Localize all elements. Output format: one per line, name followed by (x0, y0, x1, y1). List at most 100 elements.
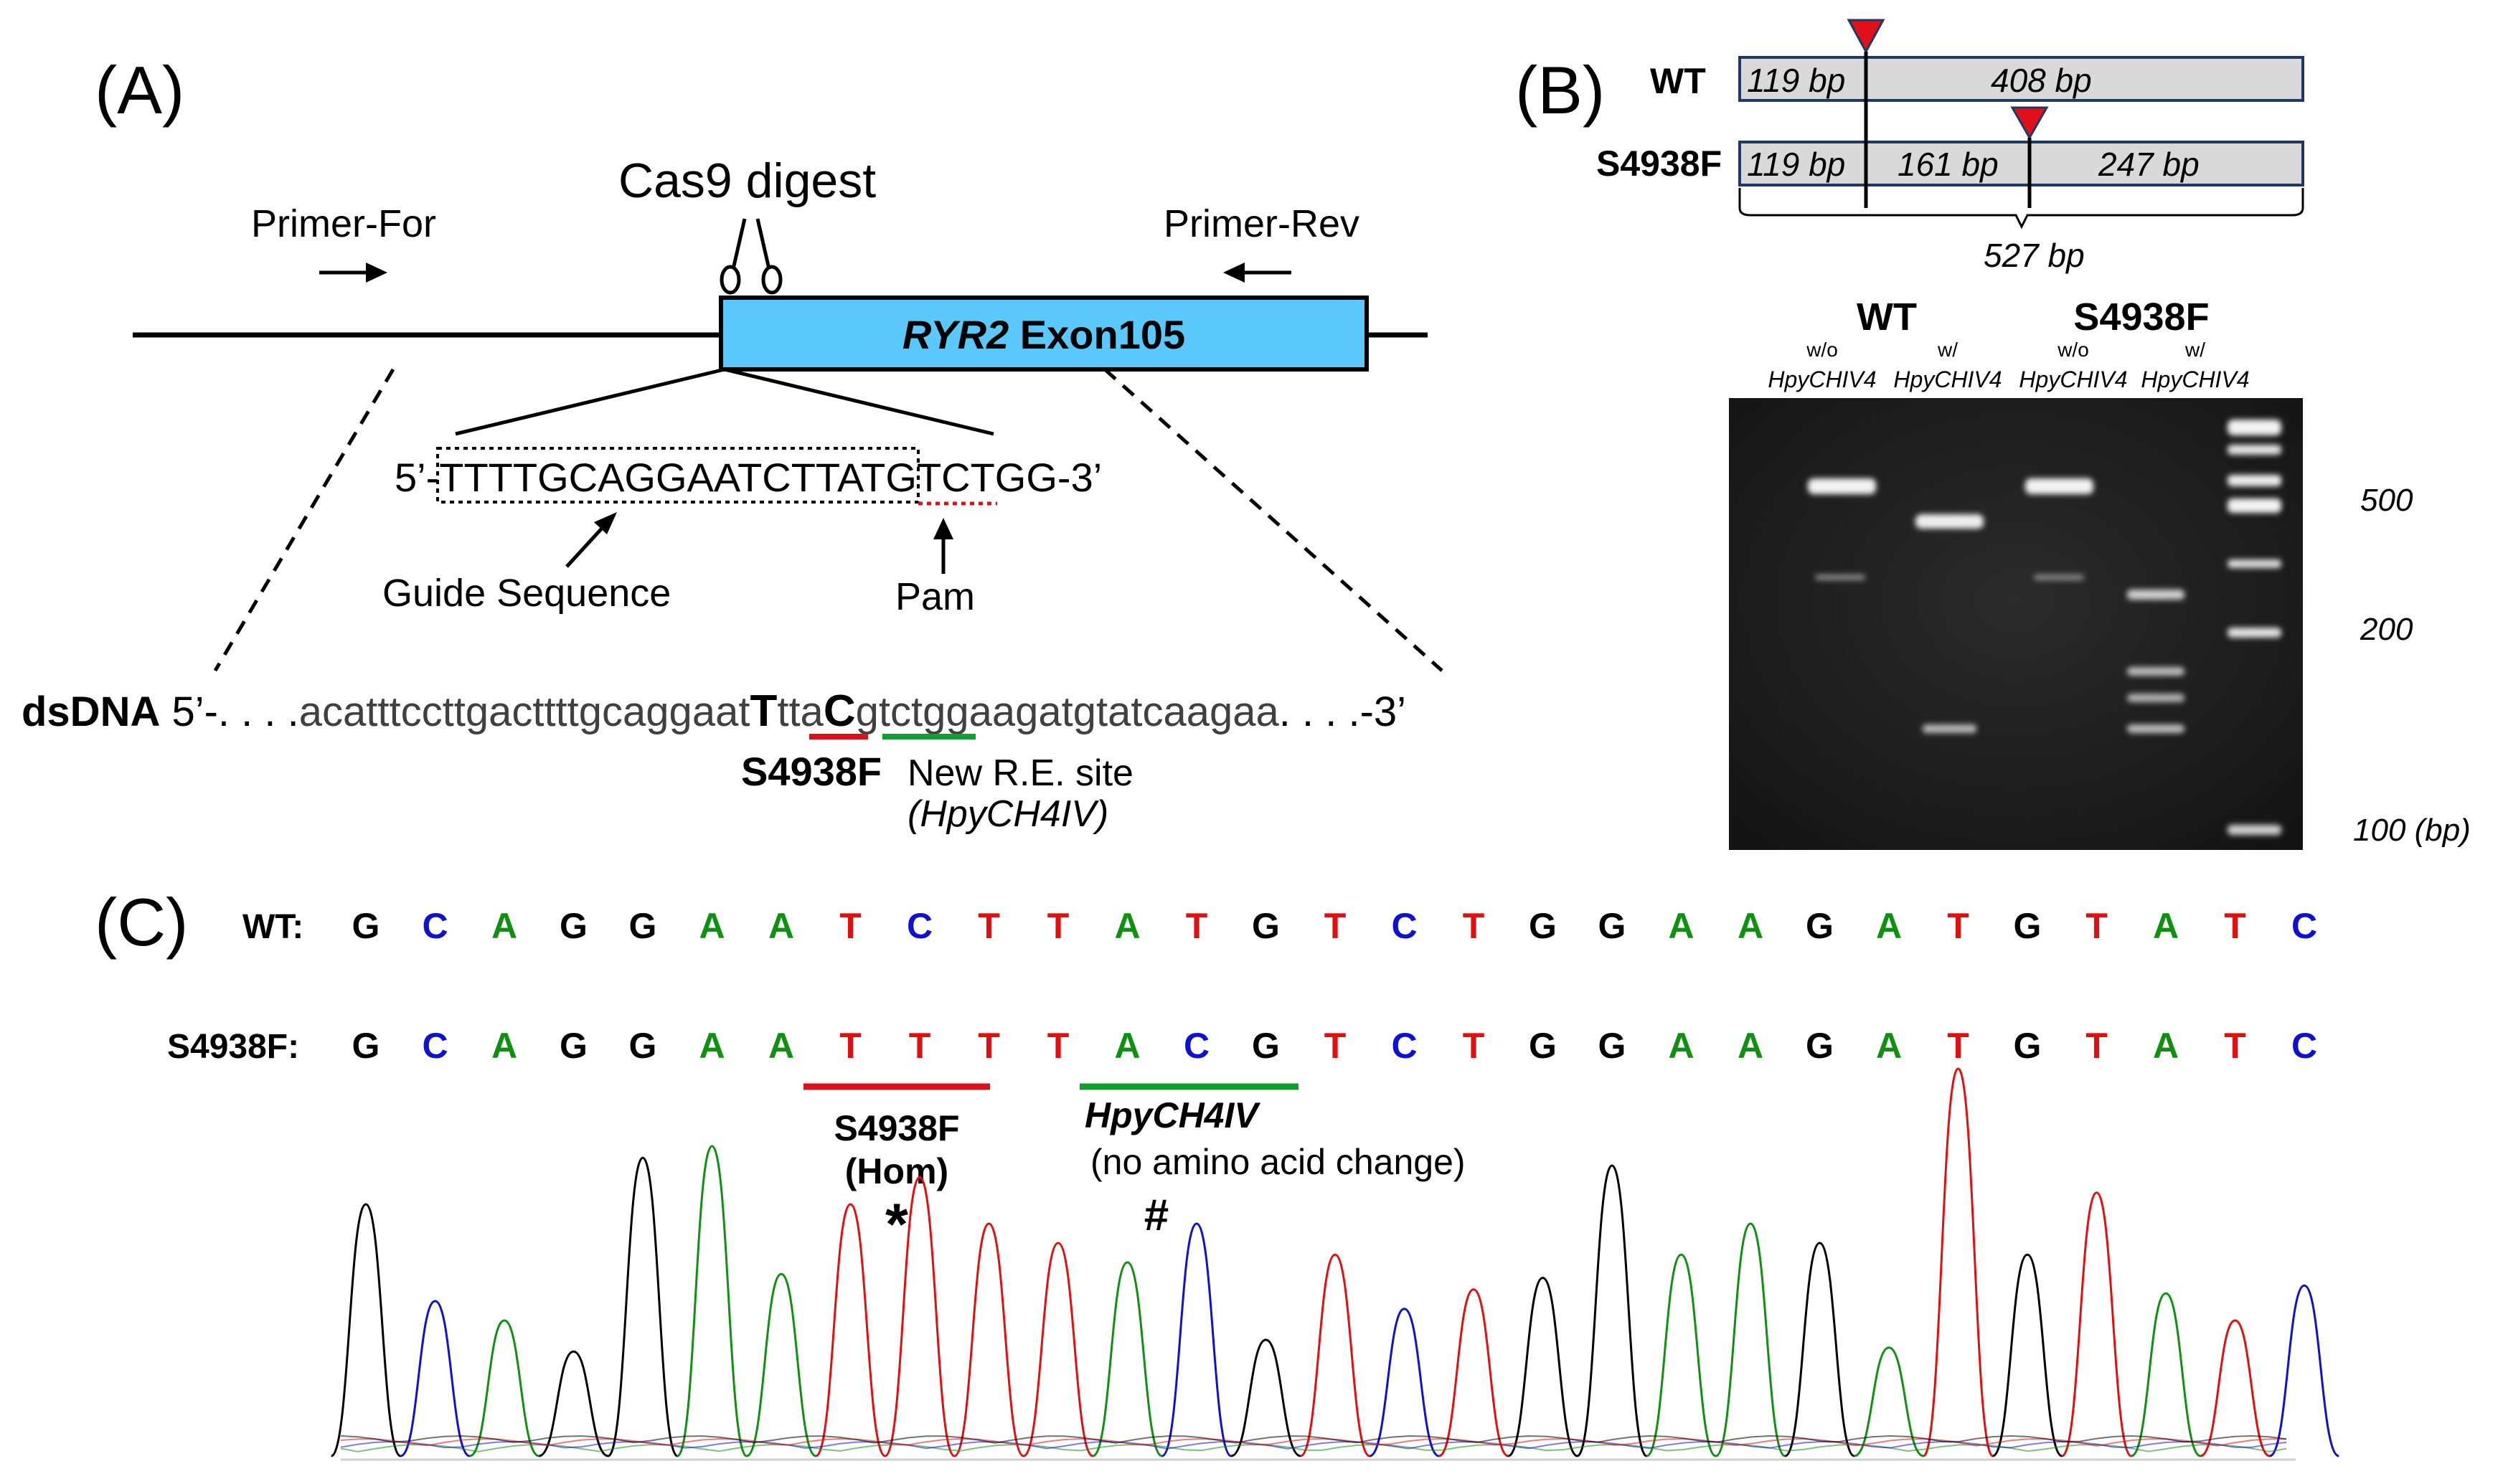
exon-box (719, 296, 1369, 372)
mut-base-4: G (560, 1026, 588, 1066)
wt-base-17: T (1463, 906, 1485, 946)
wt-base-28: T (2224, 906, 2246, 946)
zoom-line-right (724, 367, 994, 436)
wt-fragment-bar (1738, 56, 2304, 102)
chromatogram-peak-23 (1854, 1346, 1924, 1457)
wt-base-20: A (1668, 906, 1694, 946)
zoom-line-left (455, 367, 725, 436)
mut-base-21: A (1738, 1026, 1763, 1066)
wt-base-8: T (839, 906, 862, 946)
wt-base-6: A (699, 906, 725, 946)
chromatogram-peak-24 (1922, 1067, 1994, 1457)
mut-base-6: A (699, 1026, 725, 1066)
hom-annotation-c: (Hom) (845, 1151, 948, 1191)
mut-base-1: G (352, 1026, 380, 1066)
wt-base-10: T (978, 906, 1000, 946)
chromatogram-peak-6 (676, 1145, 748, 1457)
mut-base-20: A (1668, 1026, 1694, 1066)
gel-lane-headers: w/o HpyCHIV4 w/ HpyCHIV4 w/o HpyCHIV4 w/… (1768, 339, 2249, 392)
mut-base-16: C (1391, 1026, 1417, 1066)
mut-base-22: G (1806, 1026, 1834, 1066)
mut-base-29: C (2291, 1026, 2317, 1066)
wt-base-21: A (1738, 906, 1763, 946)
wt-base-15: T (1324, 906, 1347, 946)
mut-base-28: T (2224, 1026, 2246, 1066)
panel-a-label: (A) (95, 52, 184, 128)
wt-base-2: C (422, 906, 448, 946)
mut-base-14: G (1252, 1026, 1280, 1066)
chromatogram-noise-trace (340, 1443, 2287, 1452)
chromatogram-peak-9 (884, 1176, 956, 1457)
mut-map-label: S4938F (1596, 143, 1722, 184)
lane-4-bottom: HpyCHIV4 (2141, 367, 2249, 392)
total-length-label: 527 bp (1984, 237, 2085, 274)
wt-fragment-1: 119 bp (1747, 62, 1845, 99)
exon-label: RYR2 Exon105 (902, 312, 1185, 357)
lane-2-top: w/ (1937, 339, 1958, 361)
wt-base-14: G (1252, 906, 1280, 946)
mut-base-17: T (1463, 1026, 1485, 1066)
guide-arrow (565, 512, 617, 568)
mut-base-2: C (422, 1026, 448, 1066)
mut-base-11: T (1047, 1026, 1070, 1066)
chromatogram-noise-trace (340, 1435, 2287, 1444)
total-bracket (1738, 188, 2304, 230)
mut-base-26: T (2085, 1026, 2108, 1066)
mutation-annotation-c: S4938F (834, 1108, 959, 1148)
chromatogram-peak-5 (607, 1156, 679, 1457)
lane-1-top: w/o (1806, 339, 1838, 361)
chromatogram-peak-29 (2269, 1284, 2339, 1457)
chromatogram-peak-10 (953, 1222, 1024, 1457)
guide-dotted-box (436, 447, 920, 504)
chromatogram-peak-7 (746, 1272, 816, 1457)
dsdna-zoom-left (213, 368, 395, 672)
enzyme-label-a: (HpyCH4IV) (908, 793, 1108, 835)
lane-2-bottom: HpyCHIV4 (1893, 367, 2002, 392)
ladder-200: 200 (2360, 612, 2413, 647)
mut-fragment-2: 161 bp (1898, 146, 1999, 183)
gel-group-mut: S4938F (2073, 296, 2209, 339)
wt-base-29: C (2291, 906, 2317, 946)
wt-base-4: G (560, 906, 588, 946)
gel-group-wt: WT (1857, 296, 1917, 339)
wt-base-5: G (629, 906, 657, 946)
wt-base-16: C (1391, 906, 1417, 946)
mut-base-24: T (1947, 1026, 1969, 1066)
wt-base-7: A (768, 906, 794, 946)
chromatogram-peak-17 (1438, 1288, 1509, 1457)
chromatogram-peak-19 (1576, 1164, 1648, 1457)
wt-base-11: T (1047, 906, 1070, 946)
chromatogram-peak-3 (469, 1319, 539, 1457)
mut-base-15: T (1324, 1026, 1347, 1066)
mut-base-5: G (629, 1026, 657, 1066)
guide-sequence-label: Guide Sequence (382, 572, 671, 615)
wt-base-1: G (352, 906, 380, 946)
mut-fragment-1: 119 bp (1747, 146, 1845, 183)
mut-base-12: A (1114, 1026, 1140, 1066)
chromatogram-peak-27 (2131, 1292, 2201, 1457)
pam-label: Pam (895, 575, 975, 618)
primer-rev-arrow (1223, 263, 1291, 283)
pam-arrow (933, 518, 953, 574)
mut-base-13: C (1184, 1026, 1210, 1066)
scissors-icon (720, 218, 783, 295)
wt-base-3: A (491, 906, 517, 946)
mut-fragment-bar (1738, 141, 2304, 186)
mut-base-9: T (909, 1026, 931, 1066)
wt-map-label: WT (1650, 61, 1706, 101)
chromatogram-peak-26 (2061, 1191, 2132, 1457)
mut-base-27: A (2153, 1026, 2179, 1066)
primer-rev-label: Primer-Rev (1164, 202, 1359, 245)
enzyme-annotation-c: HpyCH4IV (1085, 1095, 1260, 1135)
gel-image (1729, 398, 2303, 850)
panel-c-label: (C) (95, 884, 189, 960)
wt-base-25: G (2014, 906, 2042, 946)
dsdna-sequence: dsDNA 5’-. . . .acatttccttgacttttgcaggaa… (22, 686, 1406, 736)
ladder-500: 500 (2360, 483, 2413, 518)
mutation-label-a: S4938F (741, 749, 882, 794)
cas9-digest-label: Cas9 digest (618, 153, 876, 208)
mut-base-7: A (768, 1026, 794, 1066)
panel-b-label: (B) (1515, 52, 1605, 128)
mut-base-25: G (2014, 1026, 2042, 1066)
